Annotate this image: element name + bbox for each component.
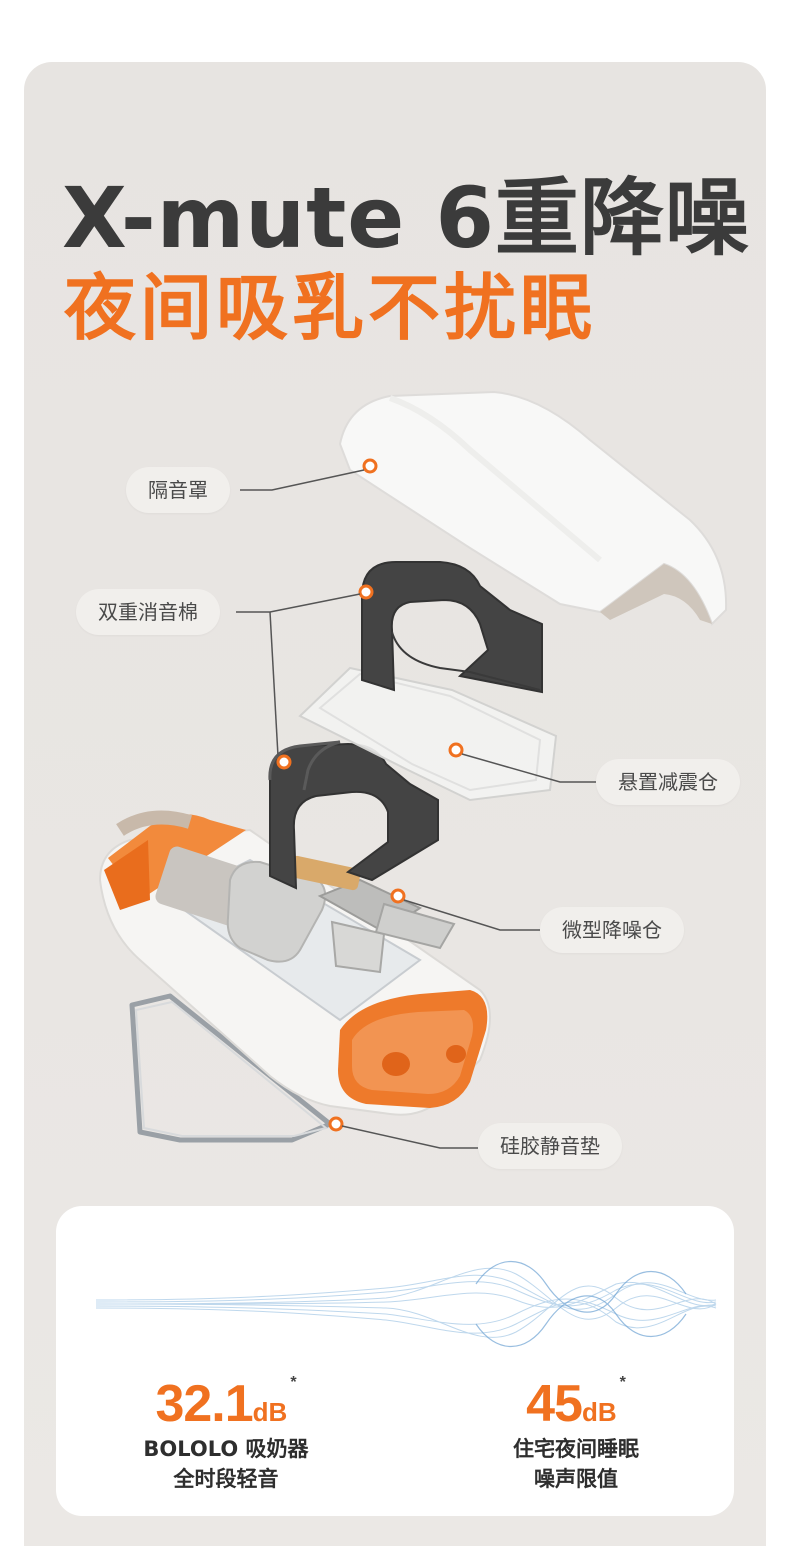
- lower-foam: [268, 740, 439, 890]
- stat-device-noise-unit: dB: [252, 1397, 288, 1427]
- stat-night-limit-number: 45: [526, 1375, 583, 1433]
- stat-night-limit-desc-line1: 住宅夜间睡眠: [513, 1437, 639, 1461]
- stat-night-limit: 45dB* 住宅夜间睡眠 噪声限值: [456, 1374, 696, 1494]
- headline-title: X-mute 6重降噪: [62, 169, 750, 267]
- stat-device-noise-value: 32.1dB*: [106, 1374, 346, 1434]
- sound-wave-graphic: [95, 1261, 717, 1347]
- callout-suspension-chamber: 悬置减震仓: [596, 759, 740, 805]
- headline-subtitle: 夜间吸乳不扰眠: [64, 266, 597, 350]
- noise-stats-card: 32.1dB* BOLOLO 吸奶器 全时段轻音 45dB* 住宅夜间睡眠 噪声…: [56, 1206, 734, 1516]
- stat-night-limit-asterisk: *: [619, 1374, 626, 1391]
- silicone-pad: [129, 993, 333, 1143]
- sound-cover: [338, 390, 728, 626]
- stat-device-noise-desc-line1: BOLOLO 吸奶器: [143, 1437, 309, 1461]
- stat-device-noise-asterisk: *: [290, 1374, 297, 1391]
- callout-cover: 隔音罩: [126, 467, 230, 513]
- stat-night-limit-value: 45dB*: [456, 1374, 696, 1434]
- callout-lines: [236, 469, 596, 1149]
- base-body: [98, 810, 491, 1116]
- stat-device-noise-desc-line2: 全时段轻音: [173, 1467, 279, 1491]
- exploded-device-illustration: [98, 390, 728, 1149]
- callout-foam: 双重消音棉: [76, 589, 220, 635]
- callout-markers: [276, 458, 464, 1132]
- callout-silicone-pad: 硅胶静音垫: [478, 1123, 622, 1169]
- stat-device-noise-number: 32.1: [155, 1375, 253, 1433]
- upper-foam: [361, 561, 543, 694]
- stat-night-limit-unit: dB: [581, 1397, 617, 1427]
- stat-device-noise: 32.1dB* BOLOLO 吸奶器 全时段轻音: [106, 1374, 346, 1494]
- callout-micro-chamber: 微型降噪仓: [540, 907, 684, 953]
- stat-night-limit-desc-line2: 噪声限值: [534, 1467, 618, 1491]
